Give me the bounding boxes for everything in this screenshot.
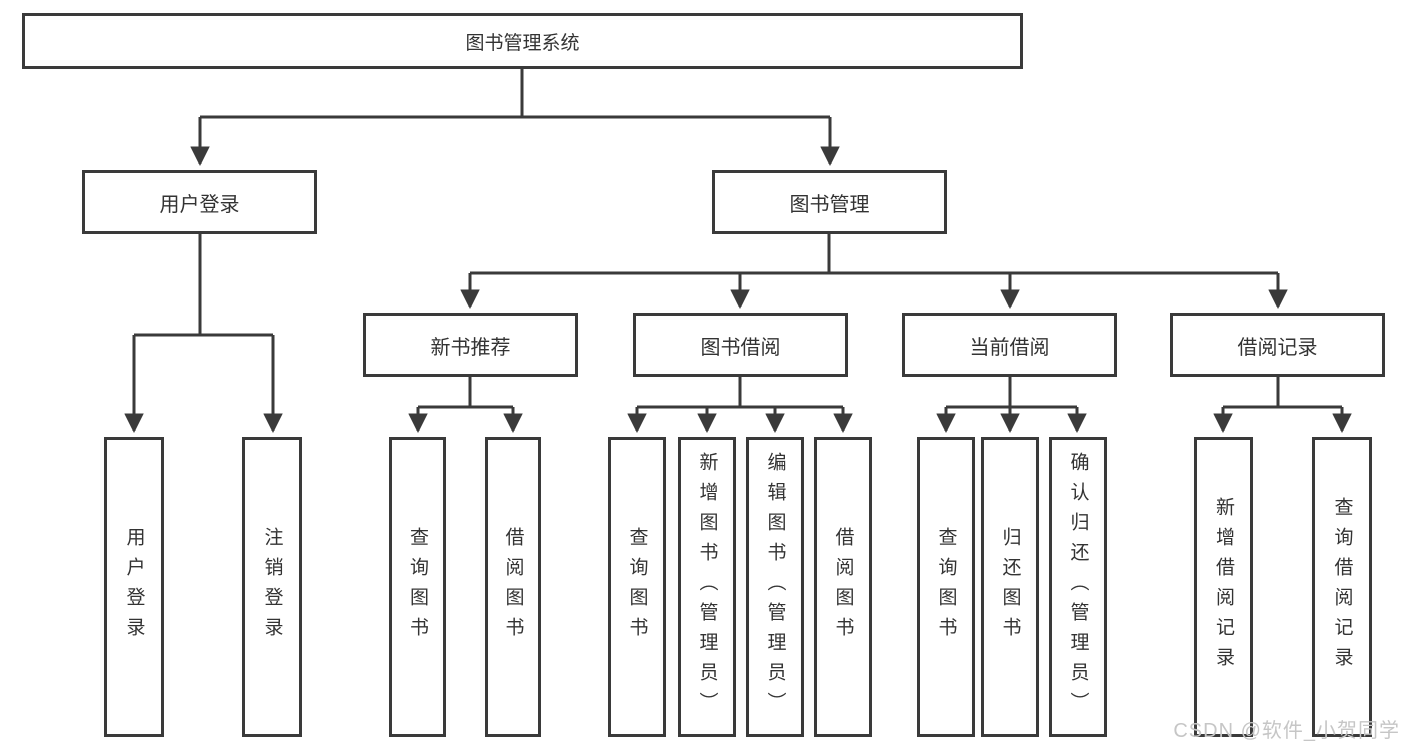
leaf-user-login-label: 用户登录 (123, 527, 145, 647)
leaf-query-books-borrowing: 查询图书 (608, 437, 666, 737)
leaf-query-books-recommend-label: 查询图书 (407, 527, 428, 647)
leaf-add-borrow-record: 新增借阅记录 (1194, 437, 1253, 737)
leaf-edit-book-admin: 编辑图书（管理员） (746, 437, 804, 737)
leaf-confirm-return-admin-label: 确认归还（管理员） (1067, 452, 1089, 722)
node-new-book-recommend: 新书推荐 (363, 313, 578, 377)
leaf-query-books-recommend: 查询图书 (389, 437, 446, 737)
leaf-logout-label: 注销登录 (261, 527, 283, 647)
leaf-query-books-borrowing-label: 查询图书 (626, 527, 648, 647)
node-library-system: 图书管理系统 (22, 13, 1023, 69)
node-current-borrowing: 当前借阅 (902, 313, 1117, 377)
leaf-query-borrow-record: 查询借阅记录 (1312, 437, 1372, 737)
leaf-user-login: 用户登录 (104, 437, 164, 737)
leaf-return-book-label: 归还图书 (999, 527, 1021, 647)
leaf-query-borrow-record-label: 查询借阅记录 (1331, 497, 1353, 677)
leaf-borrow-books: 借阅图书 (814, 437, 872, 737)
node-user-login: 用户登录 (82, 170, 317, 234)
node-book-borrowing: 图书借阅 (633, 313, 848, 377)
leaf-confirm-return-admin: 确认归还（管理员） (1049, 437, 1107, 737)
leaf-return-book: 归还图书 (981, 437, 1039, 737)
node-book-management: 图书管理 (712, 170, 947, 234)
leaf-borrow-books-recommend-label: 借阅图书 (502, 527, 524, 647)
node-borrowing-records: 借阅记录 (1170, 313, 1385, 377)
leaf-add-borrow-record-label: 新增借阅记录 (1213, 497, 1234, 677)
leaf-add-book-admin-label: 新增图书（管理员） (696, 452, 718, 722)
leaf-borrow-books-recommend: 借阅图书 (485, 437, 541, 737)
leaf-logout: 注销登录 (242, 437, 302, 737)
leaf-edit-book-admin-label: 编辑图书（管理员） (764, 452, 786, 722)
leaf-borrow-books-label: 借阅图书 (832, 527, 854, 647)
leaf-query-books-current-label: 查询图书 (935, 527, 957, 647)
leaf-add-book-admin: 新增图书（管理员） (678, 437, 736, 737)
leaf-query-books-current: 查询图书 (917, 437, 975, 737)
